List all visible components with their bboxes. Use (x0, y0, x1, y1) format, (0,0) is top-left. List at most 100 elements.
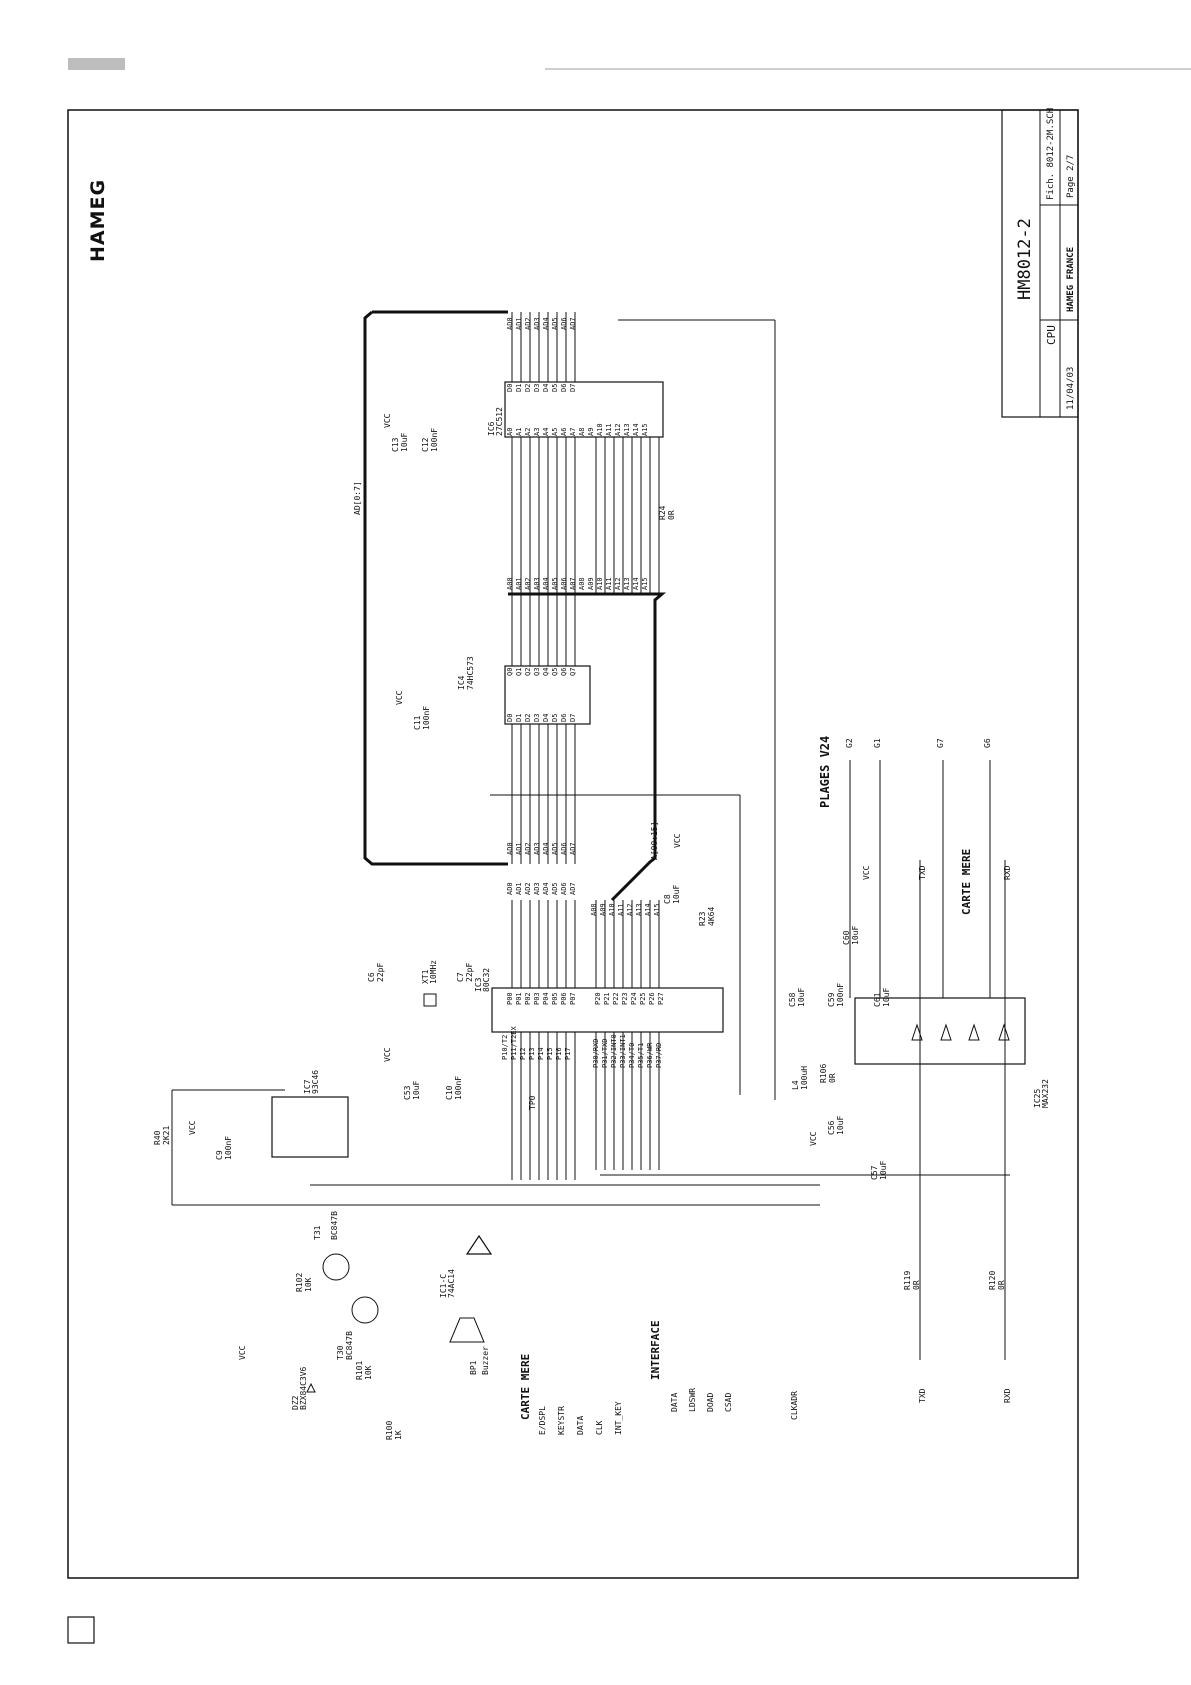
svg-text:INTERFACE: INTERFACE (649, 1320, 662, 1380)
title-block: HM8012-2 CPU Fich. 8012-2M.SCH HAMEG FRA… (1001, 108, 1079, 418)
ic6-pin-A0: A0 (506, 428, 514, 436)
bus-ad-top-AD5: AD5 (551, 317, 559, 330)
ic3-pin-P02: P02 (524, 992, 532, 1005)
net-vcc-dz2: VCC (238, 1345, 247, 1360)
ic6-pin-D5: D5 (551, 384, 559, 392)
ic7-ref: IC7 (303, 1079, 312, 1094)
bus-lines (363, 310, 667, 902)
ic6-ref: IC6 (487, 421, 496, 436)
r40-value: 2K21 (162, 1126, 171, 1145)
ic6-pin-A7: A7 (569, 428, 577, 436)
ic4-pin-D4: D4 (542, 714, 550, 722)
ic3-pin-P05: P05 (551, 992, 559, 1005)
r23-value: 4K64 (707, 907, 716, 926)
l4-value: 100uH (800, 1066, 809, 1090)
connector-interface-1: LDSWR (688, 1388, 697, 1412)
bus-a-all-A04: A04 (542, 577, 550, 590)
r119-value: 0R (912, 1280, 921, 1290)
svg-text:VCC: VCC (383, 1047, 392, 1062)
ic3-pin-P27: P27 (657, 992, 665, 1005)
connector-interface-0: DATA (670, 1393, 679, 1412)
bus-a-high-A09: A09 (599, 903, 607, 916)
ic3-ref: IC3 (474, 977, 483, 992)
bus-a-all-A01: A01 (515, 577, 523, 590)
net-vcc-ic7: VCC (188, 1120, 197, 1135)
connector-carte-mere-0: E/DSPL (538, 1406, 547, 1435)
ic6-pin-A15: A15 (641, 423, 649, 436)
ic3-pin-P01: P01 (515, 992, 523, 1005)
c57-value: 10uF (879, 1161, 888, 1180)
c12-ref: C12 (421, 437, 430, 452)
bus-ad-low-AD2: AD2 (524, 882, 532, 895)
net-rxd-top: RXD (1003, 865, 1012, 880)
ic6-part: 27C512 (495, 407, 504, 436)
ic3-pin-P26: P26 (648, 992, 656, 1005)
ic3-part: 80C32 (482, 968, 491, 992)
ic25-part: MAX232 (1041, 1079, 1050, 1108)
ic6-pin-D2: D2 (524, 384, 532, 392)
ic6-pin-A12: A12 (614, 423, 622, 436)
c6-ref: C6 (367, 972, 376, 982)
buzzer-bp1: BP1 Buzzer (449, 1317, 490, 1375)
bus-ad-mid-AD0: AD0 (506, 842, 514, 855)
c10-ref: C10 (445, 1085, 454, 1100)
ic6-pin-D3: D3 (533, 384, 541, 392)
ic4-pin-Q7: Q7 (569, 668, 577, 676)
title-block-title: HM8012-2 (1015, 218, 1035, 300)
bus-ad-top-AD6: AD6 (560, 317, 568, 330)
ic4-pin-D3: D3 (533, 714, 541, 722)
r102-value: 10K (304, 1277, 313, 1292)
net-tp0: TP0 (528, 1095, 537, 1110)
c61-ref: C61 (873, 992, 882, 1007)
ic6-pin-A14: A14 (632, 423, 640, 436)
ic3-pin-P06: P06 (560, 992, 568, 1005)
connector-interface-3: CSAD (724, 1393, 733, 1412)
svg-text:BC847B: BC847B (330, 1211, 339, 1240)
connector-plages-3: G6 (983, 738, 992, 748)
svg-text:CARTE MERE: CARTE MERE (960, 849, 973, 915)
ic6-pin-A2: A2 (524, 428, 532, 436)
svg-text:TXD: TXD (918, 865, 927, 880)
bus-ad-top-AD2: AD2 (524, 317, 532, 330)
c13-ref: C13 (391, 437, 400, 452)
bus-a-all-A09: A09 (587, 577, 595, 590)
svg-text:DZ2: DZ2 (291, 1395, 300, 1410)
connector-carte-mere-2: DATA (576, 1416, 585, 1435)
bus-a-high-A11: A11 (617, 903, 625, 916)
c7-ref: C7 (456, 972, 465, 982)
svg-text:RXD: RXD (1003, 1388, 1012, 1403)
ic4-part: 74HC573 (466, 656, 475, 690)
header-bar (68, 58, 125, 70)
net-vcc-ic4: VCC (395, 690, 404, 705)
ic1c-inverter: IC1-C 74AC14 (439, 1234, 493, 1298)
bus-ad-mid-AD1: AD1 (515, 842, 523, 855)
connector-carte-mere-1: KEYSTR (557, 1406, 566, 1435)
svg-text:VCC: VCC (862, 865, 871, 880)
bus-ad-top-AD4: AD4 (542, 317, 550, 330)
c57-ref: C57 (870, 1165, 879, 1180)
bus-a-all-A08: A08 (578, 577, 586, 590)
section-interface: INTERFACE (649, 1320, 662, 1380)
ic3-pin-P07: P07 (569, 992, 577, 1005)
page-marker-box (67, 1616, 95, 1644)
bus-ad-low-AD7: AD7 (569, 882, 577, 895)
net-rxd-bottom: RXD (1003, 1388, 1012, 1403)
r23-ref: R23 (698, 911, 707, 926)
c58-ref: C58 (788, 992, 797, 1007)
r100-value: 1K (394, 1430, 403, 1440)
ic4-pin-Q4: Q4 (542, 668, 550, 676)
bus-ad-mid-AD6: AD6 (560, 842, 568, 855)
net-vcc-ic3: VCC (383, 1047, 392, 1062)
ic3-pin-P12: P12 (519, 1047, 527, 1060)
ic6-pin-A4: A4 (542, 428, 550, 436)
c6-value: 22pF (376, 963, 385, 982)
ic4-pin-D2: D2 (524, 714, 532, 722)
bus-ad-low-AD1: AD1 (515, 882, 523, 895)
svg-text:TP0: TP0 (528, 1095, 537, 1110)
bus-ad-top-AD3: AD3 (533, 317, 541, 330)
svg-text:AD[0:7]: AD[0:7] (353, 481, 362, 515)
zener-dz2: DZ2 BZX84C3V6 (291, 1366, 316, 1410)
ic4-pin-D6: D6 (560, 714, 568, 722)
